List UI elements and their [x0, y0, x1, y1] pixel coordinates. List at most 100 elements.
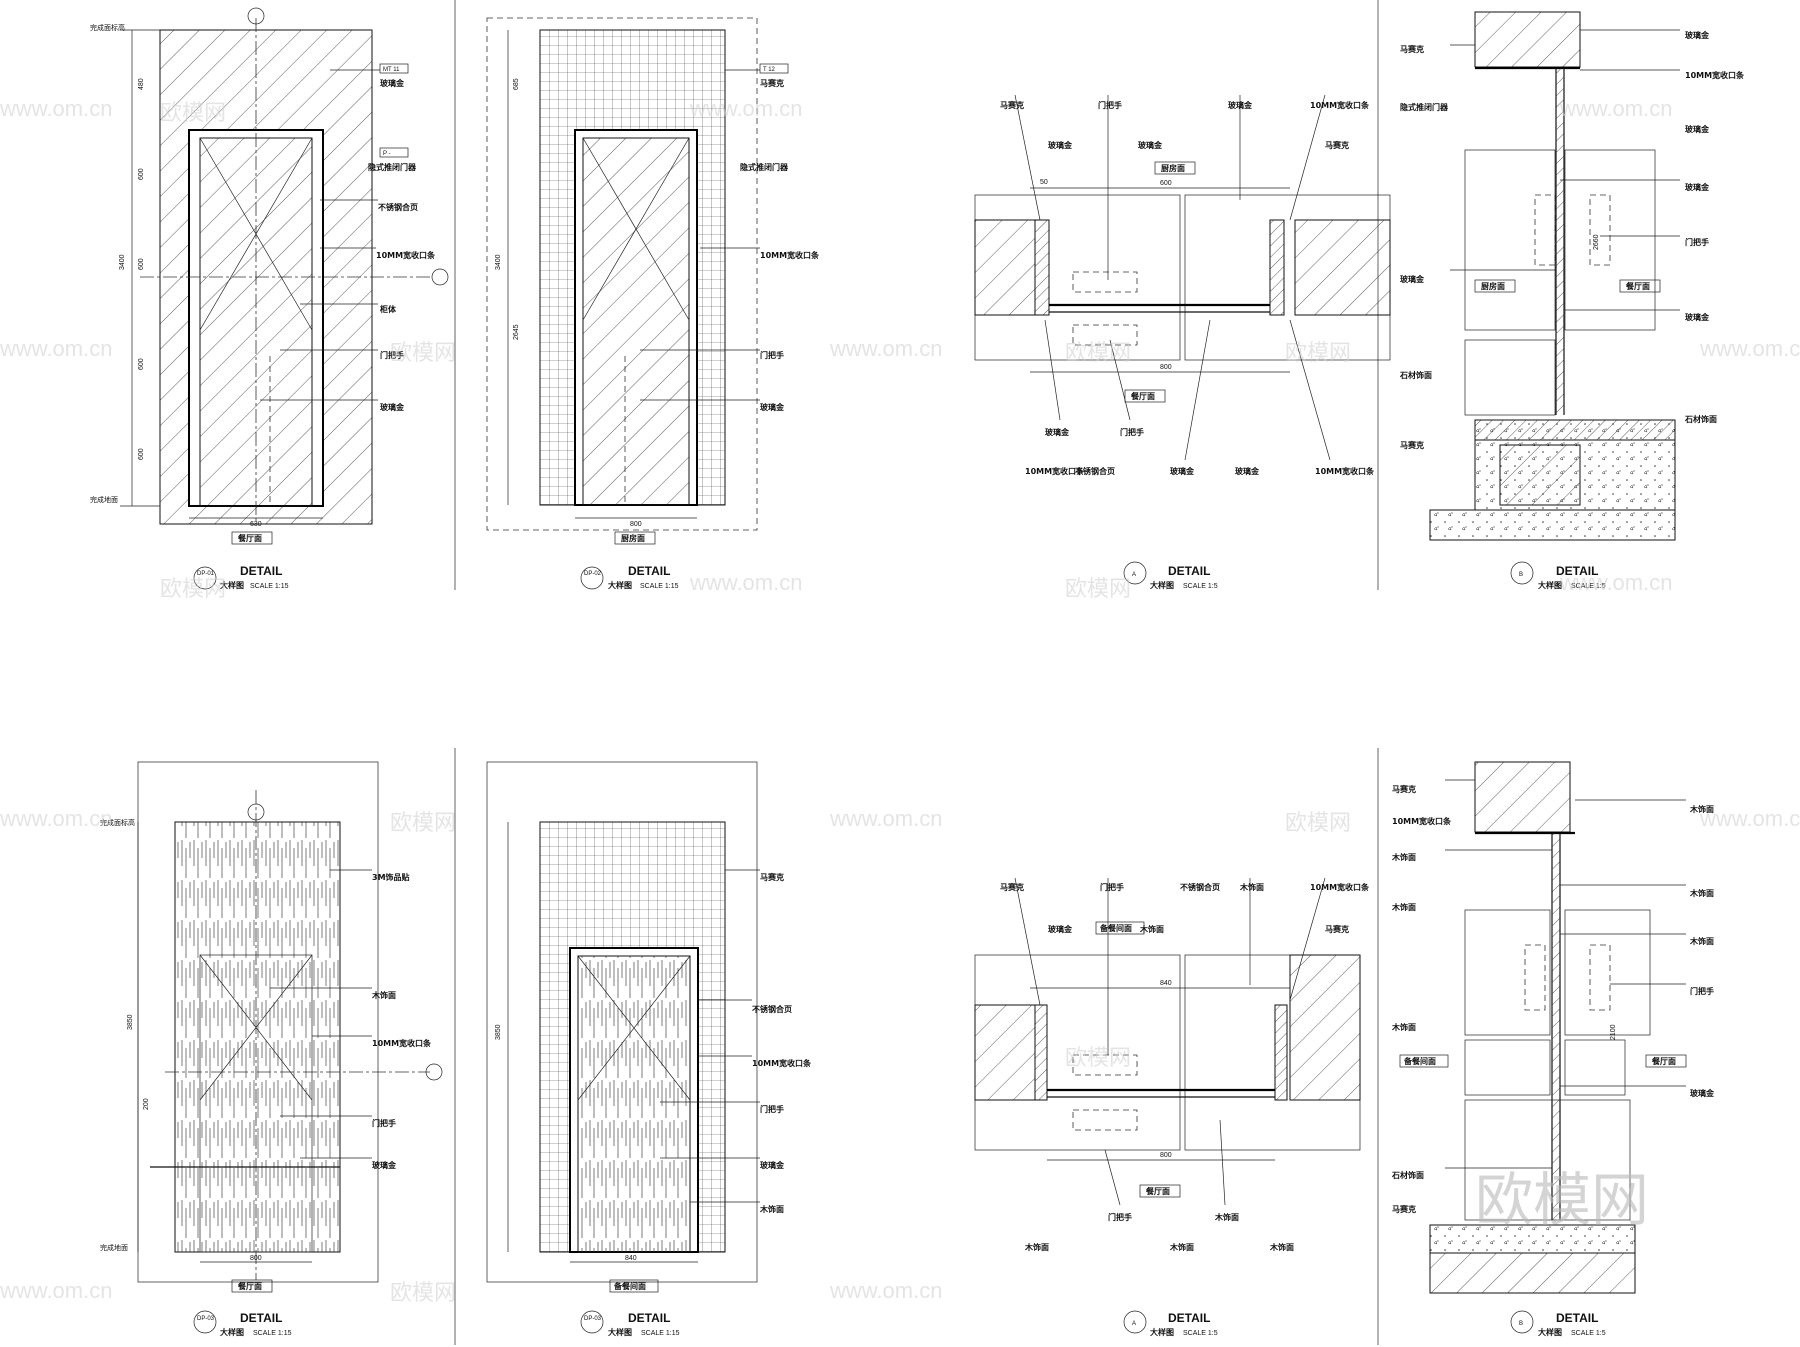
p6-label-handle: 门把手 [760, 1104, 784, 1114]
p5-label-wood: 木饰面 [371, 990, 396, 1000]
p8-label-glass: 玻璃金 [1690, 1088, 1715, 1098]
p5-label-glass: 玻璃金 [372, 1160, 397, 1170]
p1-label-hinge: 不锈钢合页 [378, 202, 418, 212]
p4-scale: SCALE 1:5 [1571, 583, 1606, 590]
p1-section-marker [247, 7, 265, 25]
wm-brand-large: 欧模网 [1475, 1166, 1649, 1234]
panel-1-door-elevation: 3400 480 600 600 600 600 630 完成面标高 完成地面 … [90, 7, 449, 590]
p5-label-handle: 门把手 [372, 1118, 396, 1128]
wm-brand-1: 欧模网 [160, 100, 226, 125]
p7-label-wood-5: 木饰面 [1169, 1242, 1194, 1252]
p2-label-closer: 隐式推闭门器 [740, 162, 789, 172]
p6-label-glass: 玻璃金 [760, 1160, 785, 1170]
p3-label-trim: 10MM宽收口条 [1310, 100, 1370, 110]
p6-label-hinge: 不锈钢合页 [752, 1004, 792, 1014]
p7-dim-top: 840 [1160, 980, 1172, 987]
p3-label-mosaic: 马赛克 [1000, 100, 1024, 110]
p7-label-mosaic: 马赛克 [1000, 882, 1024, 892]
p5-id: DP-03 [197, 1316, 215, 1322]
p7-label-mosaic-2: 马赛克 [1325, 924, 1349, 934]
p1-room-label: 餐厅面 [237, 533, 262, 543]
p5-room-label: 餐厅面 [237, 1281, 262, 1291]
p7-label-handle-2: 门把手 [1108, 1212, 1132, 1222]
p6-scale: SCALE 1:15 [641, 1330, 680, 1337]
p7-dim-bot: 800 [1160, 1152, 1172, 1159]
p7-room-restaurant: 餐厅面 [1145, 1186, 1170, 1196]
p7-label-wood-3: 木饰面 [1214, 1212, 1239, 1222]
p4-label-trim: 10MM宽收口条 [1685, 70, 1745, 80]
p1-section-marker-a [431, 268, 449, 286]
p4-label-mosaic: 马赛克 [1400, 44, 1424, 54]
panel-3-plan-section: 600 800 50 厨房面 餐厅面 马赛克 玻璃金 门把手 玻璃金 玻璃金 1… [974, 94, 1391, 590]
wm-brand-3: 欧模网 [1065, 340, 1131, 365]
p6-dim-total: 3850 [495, 1024, 502, 1040]
panel-8-vertical-section: 2100 备餐间面 餐厅面 马赛克 10MM宽收口条 木饰面 木饰面 木饰面 石… [1391, 761, 1715, 1337]
p1-label-cabinet: 柜体 [379, 304, 397, 314]
p2-scale: SCALE 1:15 [640, 583, 679, 590]
p6-title: DETAIL [628, 1311, 670, 1325]
p8-scale: SCALE 1:5 [1571, 1330, 1606, 1337]
p6-label-trim: 10MM宽收口条 [752, 1058, 812, 1068]
p1-id: DP-01 [197, 571, 215, 577]
wm-brand-10: 欧模网 [390, 1280, 456, 1305]
p2-room-label: 厨房面 [621, 533, 645, 543]
p4-label-stone: 石材饰面 [1399, 370, 1432, 380]
watermark-layer: www.om.cn www.om.cn www.om.cn www.om.cn … [0, 96, 1800, 1305]
p7-label-handle: 门把手 [1100, 882, 1124, 892]
p3-label-glass-5: 玻璃金 [1170, 466, 1195, 476]
wm-url-2: www.om.cn [689, 96, 802, 121]
p1-title: DETAIL [240, 564, 282, 578]
p4-label-glass-r1: 玻璃金 [1685, 30, 1710, 40]
p8-id: B [1519, 1321, 1523, 1327]
p3-label-glass-2: 玻璃金 [1138, 140, 1163, 150]
p3-label-glass-4: 玻璃金 [1045, 427, 1070, 437]
p3-label-mosaic-2: 马赛克 [1325, 140, 1349, 150]
p2-label-glass: 玻璃金 [760, 402, 785, 412]
p1-label-glass: 玻璃金 [380, 78, 405, 88]
p2-label-trim: 10MM宽收口条 [760, 250, 820, 260]
p6-dim-width: 840 [625, 1255, 637, 1262]
p5-scale: SCALE 1:15 [253, 1330, 292, 1337]
wm-url-1: www.om.cn [0, 96, 112, 121]
p8-label-wood-r1: 木饰面 [1689, 804, 1714, 814]
panel-6-door-elevation: 3850 840 马赛克 不锈钢合页 10MM宽收口条 门把手 玻璃金 木饰面 … [486, 761, 812, 1337]
p2-subtitle: 大样图 [608, 580, 632, 590]
p6-label-wood: 木饰面 [759, 1204, 784, 1214]
p8-label-wood-3: 木饰面 [1391, 1022, 1416, 1032]
wm-brand-7: 欧模网 [390, 810, 456, 835]
p1-scale: SCALE 1:15 [250, 583, 289, 590]
wm-url-7: www.om.cn [689, 570, 802, 595]
p8-room-restaurant: 餐厅面 [1651, 1056, 1676, 1066]
p3-id: A [1132, 572, 1136, 578]
p8-label-wood: 木饰面 [1391, 852, 1416, 862]
p7-title: DETAIL [1168, 1311, 1210, 1325]
p3-room-kitchen: 厨房面 [1161, 163, 1185, 173]
p6-label-mosaic: 马赛克 [760, 872, 784, 882]
p8-label-handle: 门把手 [1690, 986, 1714, 996]
p4-dim-h: 2660 [1593, 234, 1600, 250]
wm-brand-9: 欧模网 [1065, 1045, 1131, 1070]
p3-label-glass: 玻璃金 [1048, 140, 1073, 150]
p3-dim-top: 600 [1160, 180, 1172, 187]
p2-tag-1: T 12 [763, 67, 776, 73]
wm-url-13: www.om.cn [829, 1278, 942, 1303]
wm-url-6: www.om.cn [1699, 336, 1800, 361]
p4-label-glass-r4: 玻璃金 [1685, 312, 1710, 322]
p4-label-closer: 隐式推闭门器 [1400, 102, 1449, 112]
p8-label-stone: 石材饰面 [1391, 1170, 1424, 1180]
p8-label-wood-r3: 木饰面 [1689, 936, 1714, 946]
p4-room-restaurant: 餐厅面 [1625, 281, 1650, 291]
wm-url-11: www.om.cn [1699, 806, 1800, 831]
p2-label-mosaic: 马赛克 [760, 78, 784, 88]
p8-label-wood-2: 木饰面 [1391, 902, 1416, 912]
p8-dim-h: 2100 [1610, 1024, 1617, 1040]
p4-title: DETAIL [1556, 564, 1598, 578]
p5-subtitle: 大样图 [220, 1327, 244, 1337]
p1-dim-seg2: 600 [138, 168, 145, 180]
p7-room-backroom: 备餐间面 [1099, 923, 1132, 933]
p2-title: DETAIL [628, 564, 670, 578]
panel-5-wood-elevation: 3850 200 800 完成面标高 完成地面 3M饰品贴 木饰面 10MM宽收… [100, 761, 443, 1337]
p3-label-trim-2: 10MM宽收口条 [1025, 466, 1085, 476]
p7-label-wood: 木饰面 [1139, 924, 1164, 934]
